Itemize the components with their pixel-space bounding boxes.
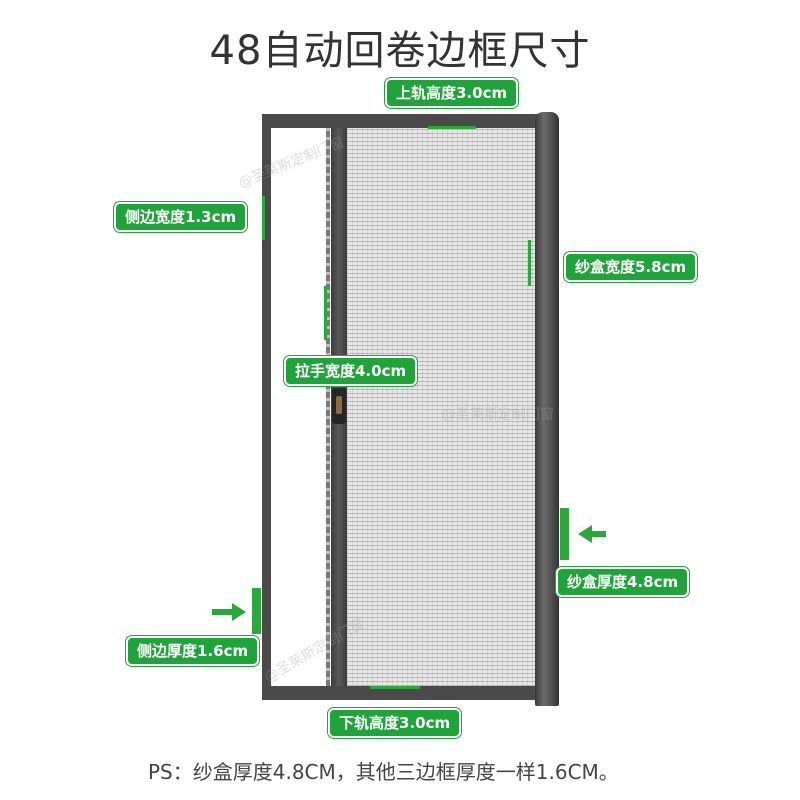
- lock-icon: [332, 388, 346, 424]
- cassette-width-marker: [528, 240, 531, 286]
- arrow-left-icon: [578, 525, 592, 543]
- label-bottom-rail: 下轨高度3.0cm: [328, 708, 462, 738]
- top-rail-marker: [428, 126, 476, 129]
- arrow-shaft: [212, 609, 234, 615]
- side-thickness-bar: [252, 588, 261, 634]
- label-cassette-width: 纱盒宽度5.8cm: [564, 252, 698, 282]
- page-title: 48自动回卷边框尺寸: [209, 28, 591, 74]
- bottom-rail: [262, 686, 538, 700]
- footnote: PS：纱盒厚度4.8CM，其他三边框厚度一样1.6CM。: [148, 760, 619, 784]
- label-side-width: 侧边宽度1.3cm: [114, 202, 248, 232]
- watermark: @圣莱斯定制门窗: [442, 407, 554, 423]
- label-top-rail: 上轨高度3.0cm: [385, 78, 519, 108]
- left-side-frame: [262, 114, 271, 700]
- mesh-screen: [346, 128, 537, 686]
- inner-track: [326, 128, 330, 686]
- label-side-thickness: 侧边厚度1.6cm: [126, 636, 260, 666]
- side-width-marker: [262, 196, 265, 240]
- top-rail: [262, 114, 538, 128]
- arrow-shaft: [592, 531, 606, 537]
- bottom-rail-marker: [370, 686, 420, 689]
- label-cassette-thickness: 纱盒厚度4.8cm: [556, 567, 690, 597]
- handle-width-marker: [324, 286, 327, 340]
- screen-cassette: [535, 112, 559, 706]
- label-handle-width: 拉手宽度4.0cm: [284, 356, 418, 386]
- cassette-thickness-bar: [560, 508, 569, 560]
- arrow-right-icon: [232, 603, 246, 621]
